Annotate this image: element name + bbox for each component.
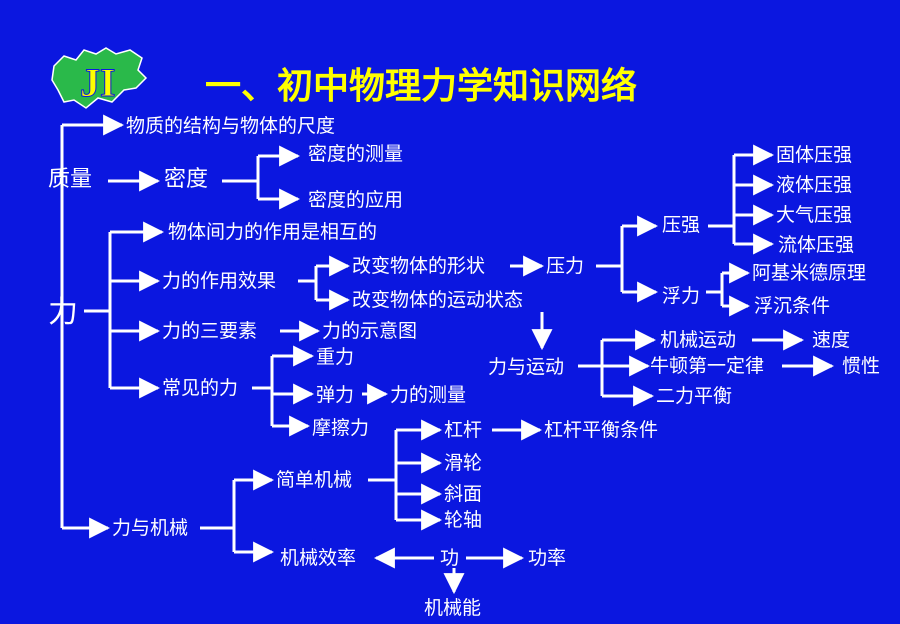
node-pressure-force: 压力 (546, 255, 585, 277)
node-force-machine: 力与机械 (112, 517, 189, 539)
node-lever-balance: 杠杆平衡条件 (544, 419, 659, 441)
node-density-apply: 密度的应用 (308, 189, 404, 211)
node-float-sink: 浮沉条件 (754, 295, 831, 317)
node-lever: 杠杆 (444, 419, 483, 441)
page-title: 一、初中物理力学知识网络 (205, 66, 638, 107)
node-buoyancy: 浮力 (662, 285, 701, 307)
node-change-shape: 改变物体的形状 (352, 255, 486, 277)
node-elastic: 弹力 (316, 384, 355, 406)
logo-map-icon: JI (51, 47, 148, 109)
node-mass: 质量 (48, 167, 93, 192)
node-density: 密度 (164, 167, 209, 192)
node-density-measure: 密度的测量 (308, 143, 404, 165)
node-work: 功 (440, 547, 460, 569)
node-force: 力 (48, 295, 78, 330)
logo-mark: JI (80, 60, 116, 105)
node-fluid-pressure: 流体压强 (778, 234, 855, 256)
node-force-measure: 力的测量 (390, 384, 467, 406)
node-efficiency: 机械效率 (280, 547, 357, 569)
node-effect: 力的作用效果 (162, 270, 277, 292)
node-archimedes: 阿基米德原理 (752, 262, 867, 284)
node-force-motion: 力与运动 (488, 356, 565, 378)
node-common: 常见的力 (162, 377, 239, 399)
node-structure: 物质的结构与物体的尺度 (126, 115, 336, 137)
node-power: 功率 (528, 547, 567, 569)
node-solid-pressure: 固体压强 (776, 144, 853, 166)
node-speed: 速度 (812, 329, 851, 351)
node-balance: 二力平衡 (656, 385, 733, 407)
node-air-pressure: 大气压强 (776, 204, 853, 226)
node-change-motion: 改变物体的运动状态 (352, 289, 524, 311)
node-diagram: 力的示意图 (322, 320, 418, 342)
node-slope: 斜面 (444, 483, 483, 505)
node-pressure: 压强 (662, 214, 701, 236)
node-mutual: 物体间力的作用是相互的 (168, 221, 378, 243)
node-liquid-pressure: 液体压强 (776, 174, 853, 196)
node-mech-energy: 机械能 (424, 597, 482, 619)
node-newton1: 牛顿第一定律 (650, 355, 765, 377)
node-three-elements: 力的三要素 (162, 320, 258, 342)
node-wheel-axle: 轮轴 (444, 509, 483, 531)
node-gravity: 重力 (316, 346, 355, 368)
node-inertia: 惯性 (842, 355, 881, 377)
node-friction: 摩擦力 (312, 417, 370, 439)
node-mech-motion: 机械运动 (660, 329, 737, 351)
node-simple-machine: 简单机械 (276, 469, 353, 491)
node-pulley: 滑轮 (444, 452, 483, 474)
